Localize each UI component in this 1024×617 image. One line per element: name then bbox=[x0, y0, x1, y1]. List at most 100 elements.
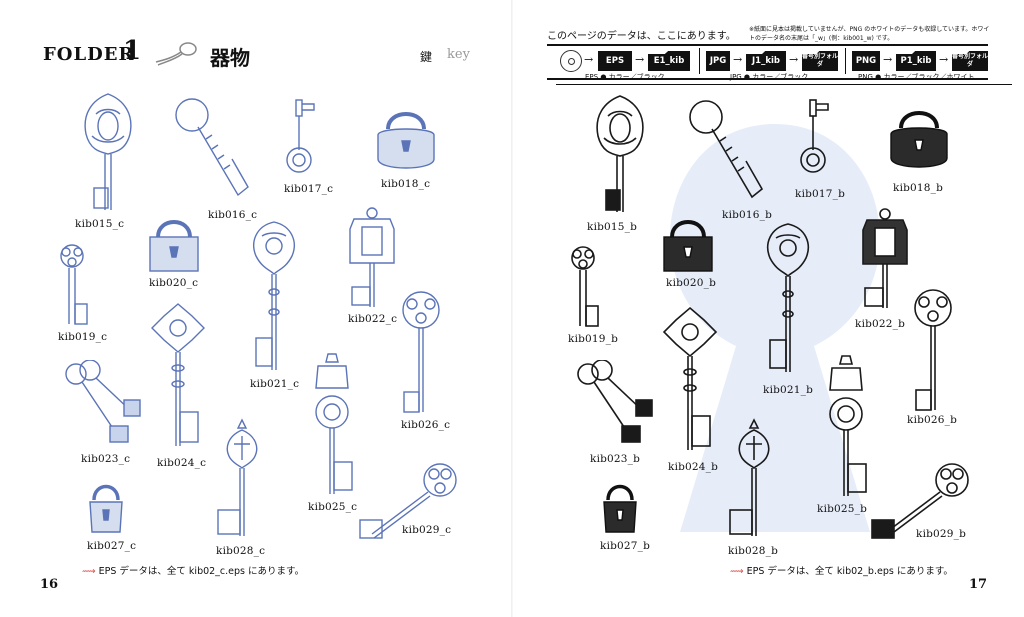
divider bbox=[845, 48, 846, 74]
footnote-text: EPS データは、全て kib02_c.eps にあります。 bbox=[98, 566, 305, 577]
key-illustration[interactable] bbox=[724, 418, 784, 540]
page-number: 16 bbox=[40, 577, 59, 592]
gutter bbox=[511, 0, 513, 617]
item-label: kib018_b bbox=[893, 182, 944, 194]
arrow-right-icon: → bbox=[584, 53, 594, 66]
item-label: kib021_b bbox=[763, 384, 814, 396]
twisted-key-ring-icon bbox=[152, 40, 200, 70]
arrow-right-icon: → bbox=[733, 53, 743, 66]
header-rule bbox=[556, 84, 1012, 85]
png-caption: PNG ● カラー／ブラック／ホワイト bbox=[858, 73, 975, 81]
data-location-title: このページのデータは、ここにあります。 bbox=[547, 31, 736, 42]
item-label: kib025_c bbox=[308, 501, 358, 513]
item-label: kib029_b bbox=[916, 528, 967, 540]
arrow-right-icon: ⟿ bbox=[82, 566, 96, 577]
key-illustration[interactable] bbox=[574, 360, 654, 446]
arrow-right-icon: → bbox=[883, 53, 893, 66]
key-illustration[interactable] bbox=[857, 206, 913, 312]
key-illustration[interactable] bbox=[172, 95, 252, 205]
footnote: ⟿EPS データは、全て kib02_b.eps にあります。 bbox=[730, 563, 953, 577]
key-illustration[interactable] bbox=[52, 242, 92, 328]
folder-number: 1 bbox=[123, 36, 142, 66]
item-label: kib027_c bbox=[87, 540, 137, 552]
item-label: kib023_c bbox=[81, 453, 131, 465]
item-label: kib016_c bbox=[208, 209, 258, 221]
key-illustration[interactable] bbox=[686, 97, 766, 207]
page-left: FOLDER 1 器物 鍵 key kib015_c kib016_c kib0… bbox=[40, 36, 470, 592]
eps-caption: EPS ● カラー／ブラック bbox=[585, 73, 665, 81]
key-illustration[interactable] bbox=[212, 418, 272, 540]
key-illustration[interactable] bbox=[822, 354, 870, 500]
item-label: kib029_c bbox=[402, 524, 452, 536]
png-format-box: PNG bbox=[852, 51, 880, 71]
key-illustration[interactable] bbox=[358, 458, 462, 546]
key-illustration[interactable] bbox=[796, 98, 836, 178]
jpg-folder-box: J1_kib bbox=[746, 51, 786, 71]
key-illustration[interactable] bbox=[760, 222, 816, 377]
eps-format-box: EPS bbox=[598, 51, 632, 71]
key-illustration[interactable] bbox=[908, 286, 958, 414]
item-label: kib018_c bbox=[381, 178, 431, 190]
item-label: kib020_c bbox=[149, 277, 199, 289]
png-numbered-folder: 番号別フォルダ bbox=[952, 51, 988, 71]
key-illustration[interactable] bbox=[563, 244, 603, 330]
footnote: ⟿EPS データは、全て kib02_c.eps にあります。 bbox=[82, 563, 304, 577]
key-illustration[interactable] bbox=[72, 90, 144, 216]
padlock-illustration[interactable] bbox=[660, 215, 716, 273]
key-illustration[interactable] bbox=[344, 205, 400, 311]
item-label: kib028_c bbox=[216, 545, 266, 557]
key-illustration[interactable] bbox=[246, 220, 302, 375]
item-label: kib021_c bbox=[250, 378, 300, 390]
folder-title: 器物 bbox=[210, 46, 250, 70]
key-illustration[interactable] bbox=[660, 304, 720, 454]
item-label: kib025_b bbox=[817, 503, 868, 515]
key-illustration[interactable] bbox=[396, 288, 446, 416]
padlock-illustration[interactable] bbox=[887, 104, 951, 174]
key-illustration[interactable] bbox=[62, 360, 142, 446]
key-illustration[interactable] bbox=[308, 352, 356, 498]
folder-label: FOLDER bbox=[43, 44, 135, 65]
padlock-illustration[interactable] bbox=[374, 105, 438, 175]
item-label: kib023_b bbox=[590, 453, 641, 465]
data-path-bar bbox=[547, 44, 988, 80]
item-label: kib028_b bbox=[728, 545, 779, 557]
item-label: kib015_b bbox=[587, 221, 638, 233]
item-label: kib022_c bbox=[348, 313, 398, 325]
item-label: kib027_b bbox=[600, 540, 651, 552]
item-label: kib017_b bbox=[795, 188, 846, 200]
jpg-format-box: JPG bbox=[706, 51, 730, 71]
item-label: kib019_b bbox=[568, 333, 619, 345]
divider bbox=[699, 48, 700, 74]
jpg-numbered-folder: 番号別フォルダ bbox=[802, 51, 838, 71]
item-label: kib020_b bbox=[666, 277, 717, 289]
arrow-right-icon: → bbox=[635, 53, 645, 66]
item-label: kib017_c bbox=[284, 183, 334, 195]
item-label: kib024_b bbox=[668, 461, 719, 473]
item-label: kib015_c bbox=[75, 218, 125, 230]
item-label: kib026_c bbox=[401, 419, 451, 431]
data-location-note: ※紙面に見本は掲載していませんが、PNG のホワイトのデータも収録しています。ホ… bbox=[749, 26, 990, 42]
disc-icon bbox=[560, 50, 582, 72]
footnote-text: EPS データは、全て kib02_b.eps にあります。 bbox=[746, 566, 953, 577]
arrow-right-icon: ⟿ bbox=[730, 566, 744, 577]
page-number: 17 bbox=[969, 577, 988, 592]
category-en: key bbox=[447, 47, 470, 62]
item-label: kib022_b bbox=[855, 318, 906, 330]
key-illustration[interactable] bbox=[870, 458, 974, 546]
key-illustration[interactable] bbox=[148, 300, 208, 450]
arrow-right-icon: → bbox=[789, 53, 799, 66]
eps-folder-box: E1_kib bbox=[648, 51, 690, 71]
padlock-illustration[interactable] bbox=[86, 478, 126, 536]
item-label: kib026_b bbox=[907, 414, 958, 426]
padlock-illustration[interactable] bbox=[146, 215, 202, 273]
keyhole-background bbox=[670, 124, 880, 532]
arrow-right-icon: → bbox=[939, 53, 949, 66]
jpg-caption: JPG ● カラー／ブラック bbox=[730, 73, 809, 81]
padlock-illustration[interactable] bbox=[600, 478, 640, 536]
png-folder-box: P1_kib bbox=[896, 51, 936, 71]
key-illustration[interactable] bbox=[282, 98, 322, 178]
key-illustration[interactable] bbox=[584, 92, 656, 218]
item-label: kib019_c bbox=[58, 331, 108, 343]
